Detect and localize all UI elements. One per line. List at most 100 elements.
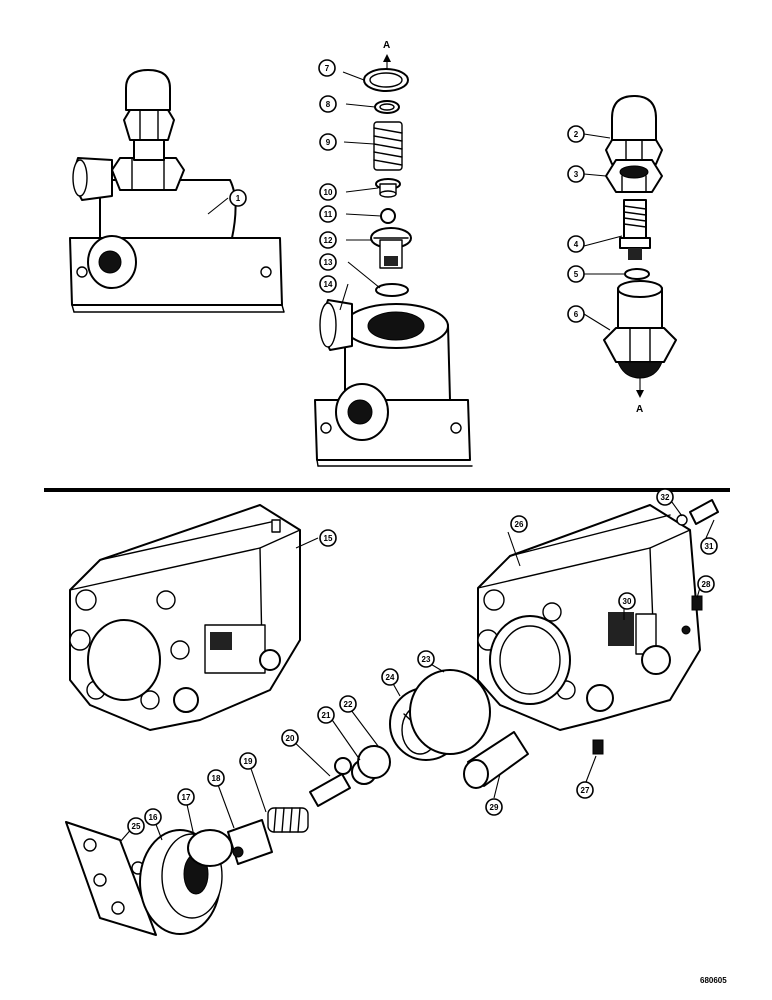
callout-31: 31 <box>700 537 718 555</box>
callout-circle <box>339 695 357 713</box>
callout-number: 27 <box>581 786 590 795</box>
callout-14: 14 <box>319 275 337 293</box>
callout-number: 19 <box>244 757 253 766</box>
callout-10: 10 <box>319 183 337 201</box>
figure-number: 680605 <box>700 976 727 985</box>
housing-26 <box>477 504 701 731</box>
callout-circle <box>207 769 225 787</box>
callout-8: 8 <box>319 95 337 113</box>
callout-circle <box>700 537 718 555</box>
callout-number: 23 <box>422 655 431 664</box>
callout-circle <box>618 592 636 610</box>
callout-number: 9 <box>326 138 331 147</box>
leader-lines <box>119 71 715 843</box>
callout-circle <box>319 529 337 547</box>
callout-number: 7 <box>325 64 330 73</box>
callout-number: 21 <box>322 711 331 720</box>
callout-25: 25 <box>127 817 145 835</box>
callout-29: 29 <box>485 798 503 816</box>
callout-circle <box>656 488 674 506</box>
callout-27: 27 <box>576 781 594 799</box>
callout-number: 4 <box>574 240 579 249</box>
callout-18: 18 <box>207 769 225 787</box>
callout-circle <box>510 515 528 533</box>
callout-number: 25 <box>132 822 141 831</box>
callout-number: 12 <box>324 236 333 245</box>
callout-circle <box>319 95 337 113</box>
callout-circle <box>567 305 585 323</box>
callout-19: 19 <box>239 752 257 770</box>
callout-number: 6 <box>574 310 579 319</box>
callout-number: 11 <box>324 210 333 219</box>
callout-23: 23 <box>417 650 435 668</box>
callout-circle <box>567 125 585 143</box>
callout-circle <box>319 231 337 249</box>
arrow-label-bottom: A <box>636 404 643 415</box>
callout-circle <box>127 817 145 835</box>
callout-number: 31 <box>705 542 714 551</box>
callout-circle <box>319 253 337 271</box>
callout-number: 32 <box>661 493 670 502</box>
callout-number: 28 <box>702 580 711 589</box>
callout-circle <box>319 275 337 293</box>
callout-number: 3 <box>574 170 579 179</box>
callout-number: 30 <box>623 597 632 606</box>
callout-circle <box>485 798 503 816</box>
callout-21: 21 <box>317 706 335 724</box>
callout-number: 22 <box>344 700 353 709</box>
callout-number: 18 <box>212 774 221 783</box>
callout-circle <box>567 265 585 283</box>
callout-number: 2 <box>574 130 579 139</box>
callout-number: 8 <box>326 100 331 109</box>
callout-circle <box>319 133 337 151</box>
callout-24: 24 <box>381 668 399 686</box>
callout-circle <box>576 781 594 799</box>
callout-circle <box>567 165 585 183</box>
spring-19 <box>267 807 309 833</box>
callout-5: 5 <box>567 265 585 283</box>
spring-9 <box>373 121 403 171</box>
callout-circle <box>318 59 336 77</box>
arrow-label-top: A <box>383 40 390 51</box>
callout-number: 26 <box>515 520 524 529</box>
callout-circle <box>317 706 335 724</box>
callout-12: 12 <box>319 231 337 249</box>
callout-number: 20 <box>286 734 295 743</box>
callout-circle <box>381 668 399 686</box>
callout-circle <box>697 575 715 593</box>
callout-3: 3 <box>567 165 585 183</box>
callout-circle <box>281 729 299 747</box>
callout-circle <box>319 183 337 201</box>
housing-assembly-15 <box>69 504 301 731</box>
callout-circle <box>239 752 257 770</box>
callout-9: 9 <box>319 133 337 151</box>
exploded-cap-stack <box>603 95 677 398</box>
callout-number: 13 <box>324 258 333 267</box>
callout-circle <box>567 235 585 253</box>
bottom-exploded-parts <box>65 499 719 936</box>
callout-circle <box>144 808 162 826</box>
callout-circle <box>229 189 247 207</box>
callout-number: 17 <box>182 793 191 802</box>
callout-number: 10 <box>324 188 333 197</box>
callout-2: 2 <box>567 125 585 143</box>
callout-16: 16 <box>144 808 162 826</box>
callout-number: 5 <box>574 270 579 279</box>
callout-4: 4 <box>567 235 585 253</box>
callout-number: 16 <box>149 813 158 822</box>
callout-number: 14 <box>324 280 333 289</box>
callout-layer: 1234567891011121314151617181920212223242… <box>127 59 718 835</box>
callout-number: 15 <box>324 534 333 543</box>
callout-number: 1 <box>236 194 241 203</box>
callout-32: 32 <box>656 488 674 506</box>
callout-circle <box>319 205 337 223</box>
callout-22: 22 <box>339 695 357 713</box>
callout-26: 26 <box>510 515 528 533</box>
callout-30: 30 <box>618 592 636 610</box>
callout-13: 13 <box>319 253 337 271</box>
callout-7: 7 <box>318 59 336 77</box>
callout-20: 20 <box>281 729 299 747</box>
callout-number: 24 <box>386 673 395 682</box>
callout-17: 17 <box>177 788 195 806</box>
